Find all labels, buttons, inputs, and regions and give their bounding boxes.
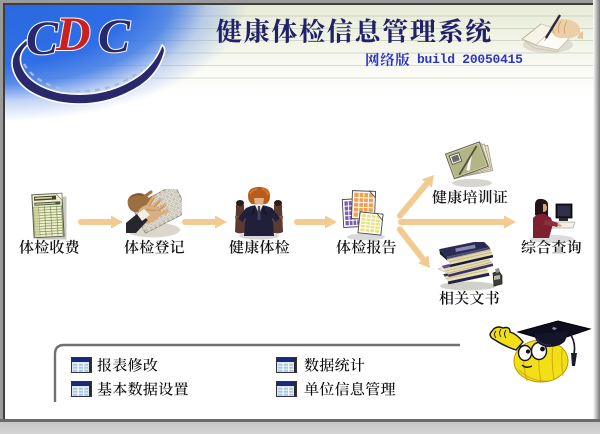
svg-text:C: C <box>98 10 131 63</box>
svg-text:C: C <box>26 12 59 65</box>
svg-text:D: D <box>55 8 91 61</box>
